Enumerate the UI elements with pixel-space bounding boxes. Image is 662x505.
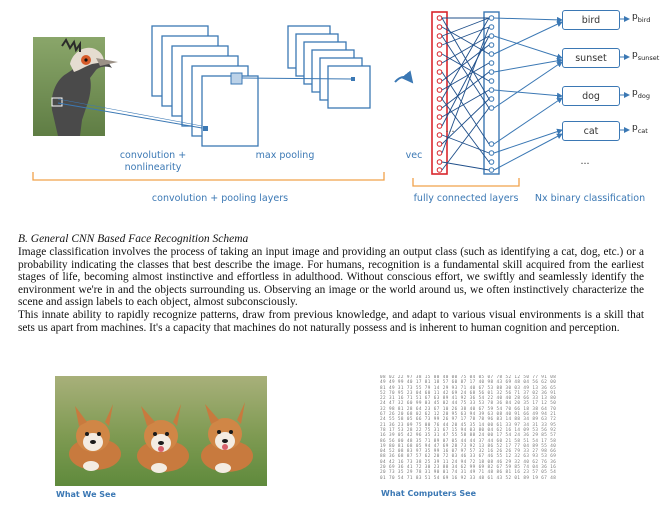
pixel-row: 16 39 05 42 96 35 31 47 55 58 88 24 00 1…: [380, 433, 557, 439]
caption-what-computers-see: What Computers See: [381, 489, 477, 498]
class-box-sunset: sunset: [562, 48, 620, 68]
body-text: Image classification involves the proces…: [18, 246, 644, 334]
class-box-bird: bird: [562, 10, 620, 30]
label-fc-layers: fully connected layers: [413, 193, 519, 204]
paragraph-1: Image classification involves the proces…: [18, 246, 644, 309]
label-convolution: convolution +: [119, 150, 187, 161]
corgi-puppies-photo: [55, 376, 267, 486]
pooling-feature-maps: [287, 25, 371, 109]
class-box-cat: cat: [562, 121, 620, 141]
vec-box: [431, 11, 448, 175]
pixel-row: 19 80 81 68 05 94 47 69 28 73 92 13 86 5…: [380, 443, 557, 449]
conv-feature-maps: [151, 25, 259, 147]
pixel-row: 67 26 20 68 02 62 12 20 95 63 94 39 63 0…: [380, 412, 557, 418]
pixel-row: 04 52 08 83 97 35 99 16 07 97 57 32 16 2…: [380, 449, 557, 455]
caption-what-we-see: What We See: [56, 490, 116, 499]
pixel-row: 24 55 58 05 66 73 99 26 97 17 78 78 96 8…: [380, 417, 557, 423]
prob-bird: pbird: [632, 12, 651, 24]
prob-cat: pcat: [632, 123, 648, 135]
label-conv-pool-layers: convolution + pooling layers: [151, 193, 289, 204]
pixel-row: 86 56 00 48 35 71 89 07 05 44 44 37 44 6…: [380, 438, 557, 444]
pixel-row: 04 42 16 73 38 25 39 11 24 94 72 18 08 4…: [380, 459, 557, 465]
section-heading: B. General CNN Based Face Recognition Sc…: [18, 233, 249, 245]
label-max-pooling: max pooling: [255, 150, 315, 161]
label-nonlinearity: nonlinearity: [124, 162, 182, 173]
fc-ellipsis: ...: [445, 124, 455, 135]
pixel-row: 21 36 23 09 75 00 76 44 20 45 35 14 00 6…: [380, 422, 557, 428]
pixel-row: 20 69 36 41 72 30 23 88 34 62 99 69 82 6…: [380, 465, 557, 471]
pixel-row: 20 73 35 29 78 31 90 01 74 31 49 71 48 8…: [380, 470, 557, 476]
prob-dog: pdog: [632, 88, 650, 100]
class-ellipsis: ...: [580, 156, 590, 167]
puppies-illustration: [55, 376, 267, 486]
pixel-row: 01 70 54 71 83 51 54 69 16 92 33 48 61 4…: [380, 475, 557, 481]
pixel-value-grid: 08 02 22 97 38 15 00 40 00 75 04 05 07 7…: [380, 375, 630, 485]
label-nx-binary: Nx binary classification: [534, 193, 646, 204]
pixel-row: 08 02 22 97 38 15 00 40 00 75 04 05 07 7…: [380, 375, 557, 380]
pixel-row: 49 49 99 40 17 81 18 57 60 87 17 40 98 4…: [380, 380, 557, 386]
input-bird-image: [33, 37, 118, 136]
class-box-dog: dog: [562, 86, 620, 106]
paragraph-2: This innate ability to rapidly recognize…: [18, 308, 644, 334]
pixel-row: 78 17 53 28 22 75 31 67 15 94 03 80 04 6…: [380, 427, 557, 433]
diagram-graphics: [32, 11, 630, 187]
label-vec: vec: [405, 150, 423, 161]
cnn-architecture-diagram: convolution + nonlinearity max pooling v…: [0, 0, 662, 215]
layer-brackets: [32, 172, 520, 187]
pixel-row: 22 31 16 71 51 67 63 89 41 92 36 54 22 4…: [380, 396, 557, 402]
pixel-row: 32 98 81 28 64 23 67 10 26 38 40 67 59 5…: [380, 406, 557, 412]
pixel-row: 24 47 32 60 99 03 45 02 44 75 33 53 78 3…: [380, 401, 557, 407]
pixel-row: 81 49 31 73 55 79 14 29 93 71 40 67 53 8…: [380, 385, 557, 391]
prob-sunset: psunset: [632, 50, 660, 62]
pixel-row: 88 36 68 87 57 62 20 72 03 46 33 67 46 5…: [380, 454, 557, 460]
pixel-row: 52 70 95 23 04 60 11 42 69 24 68 56 01 3…: [380, 390, 557, 396]
